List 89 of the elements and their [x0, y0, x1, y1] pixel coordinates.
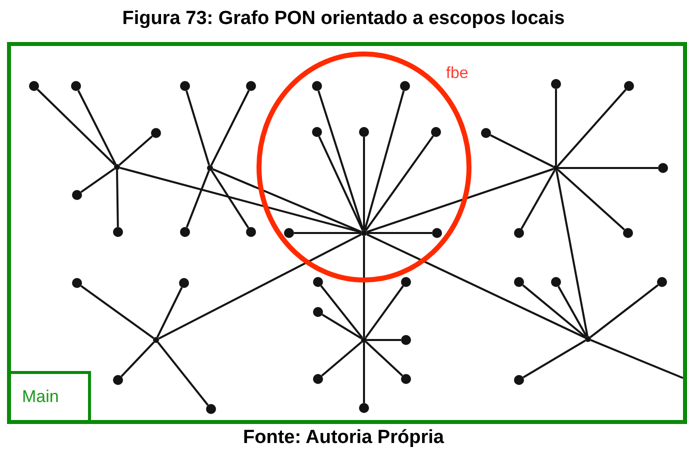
edge-line	[366, 233, 586, 339]
graph-node-dot	[312, 127, 322, 137]
edge-line	[366, 341, 403, 376]
graph-node-dot	[514, 228, 524, 238]
figure-caption: Fonte: Autoria Própria	[242, 427, 445, 449]
graph-node-dot	[431, 127, 441, 137]
edge-line	[116, 170, 119, 228]
graph-node-dot	[514, 277, 524, 287]
edge-line	[556, 170, 588, 336]
edge-line	[120, 166, 362, 234]
edge-line	[158, 234, 362, 340]
edge-line	[363, 343, 365, 403]
graph-node-dot	[207, 165, 213, 171]
frame	[7, 42, 687, 424]
graph-node-dot	[553, 165, 559, 171]
graph-node-dot	[401, 277, 411, 287]
edge-line	[77, 90, 116, 165]
edge-line	[318, 136, 364, 231]
graph-node-dot	[481, 128, 491, 138]
edge-line	[186, 90, 210, 166]
graph-node-dot	[179, 278, 189, 288]
edge-line	[321, 341, 362, 377]
graph-node-dot	[72, 190, 82, 200]
graph-node-dot	[623, 228, 633, 238]
edge-line	[559, 167, 658, 169]
edge-line	[212, 168, 362, 233]
edge-line	[555, 89, 557, 165]
edge-line	[210, 90, 250, 166]
edge-line	[363, 236, 365, 337]
graph-node-dot	[551, 79, 561, 89]
edge-line	[322, 314, 362, 340]
edge-line	[490, 134, 554, 168]
edge-line	[364, 285, 404, 338]
edge-line	[522, 284, 586, 338]
graph-node-dot	[400, 81, 410, 91]
edge-line	[157, 342, 209, 406]
graph-node-dot	[432, 228, 442, 238]
graph-node-dot	[514, 375, 524, 385]
graph-node-dot	[29, 81, 39, 91]
graph-node-dot	[624, 81, 634, 91]
graph-node-dot	[313, 277, 323, 287]
edge-line	[590, 339, 684, 379]
graph-node-dot	[71, 81, 81, 91]
edge-line	[558, 169, 625, 230]
graph-node-dot	[246, 227, 256, 237]
edge-line	[364, 90, 405, 230]
edge-line	[364, 136, 434, 232]
edge-line	[80, 285, 154, 340]
frame-name-tab: Main	[11, 371, 91, 420]
edge-line	[367, 339, 401, 341]
graph-node-dot	[359, 403, 369, 413]
scope-label: fbe	[446, 65, 468, 83]
graph-node-dot	[72, 278, 82, 288]
figure-title: Figura 73: Grafo PON orientado a escopos locais	[121, 8, 566, 30]
graph-node-dot	[313, 374, 323, 384]
edge-line	[294, 232, 361, 234]
edge-line	[210, 170, 250, 228]
graph-node-dot	[180, 81, 190, 91]
edge-line	[366, 168, 554, 233]
graph-node-dot	[401, 335, 411, 345]
graph-node-dot	[658, 163, 668, 173]
edge-line	[363, 137, 365, 230]
graph-node-dot	[113, 227, 123, 237]
edge-line	[318, 90, 364, 230]
graph-node-dot	[151, 128, 161, 138]
graph-node-dot	[113, 375, 123, 385]
graph-node-dot	[313, 307, 323, 317]
edge-line	[36, 88, 116, 166]
edge-line	[590, 284, 659, 338]
graph-node-dot	[246, 81, 256, 91]
edge-line	[520, 170, 556, 230]
graph-node-dot	[312, 81, 322, 91]
edge-line	[186, 170, 210, 228]
edge-line	[557, 89, 626, 166]
edge-line	[118, 136, 153, 166]
edge-line	[558, 286, 588, 337]
edge-line	[80, 168, 116, 193]
edge-line	[320, 285, 363, 338]
edge-line	[367, 232, 432, 234]
graph-node-dot	[206, 404, 216, 414]
graph-node-dot	[657, 277, 667, 287]
graph-node-dot	[180, 227, 190, 237]
edge-line	[522, 340, 586, 378]
graph-node-dot	[284, 228, 294, 238]
graph-node-dot	[551, 277, 561, 287]
edge-line	[156, 287, 183, 338]
edge-line	[120, 342, 155, 378]
graph-node-dot	[359, 127, 369, 137]
graph-node-dot	[401, 374, 411, 384]
